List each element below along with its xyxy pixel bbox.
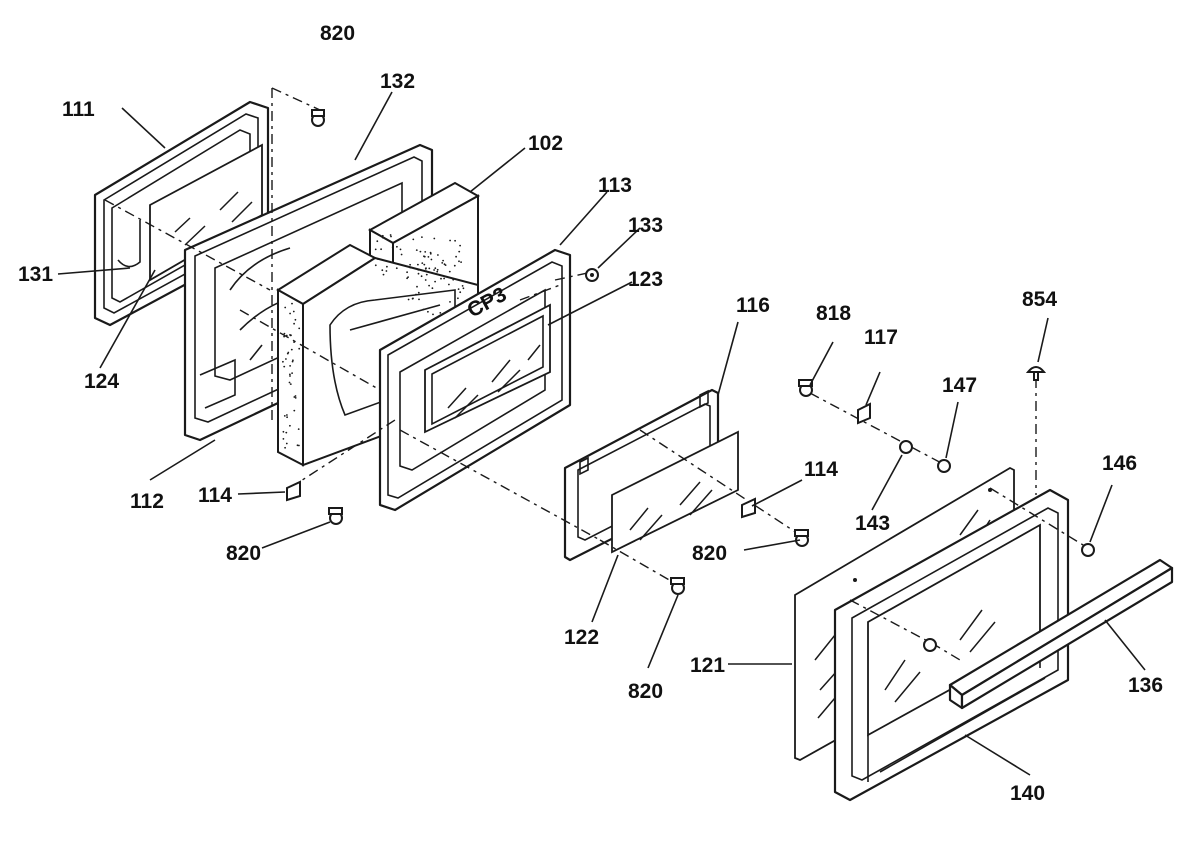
label-112: 112 — [130, 490, 164, 513]
label-111: 111 — [62, 98, 95, 121]
assembly-lines — [104, 87, 1089, 661]
label-143: 143 — [855, 512, 890, 535]
spacer-147 — [937, 459, 951, 473]
label-820-mid: 820 — [692, 542, 727, 565]
spacer-outer-glass — [923, 638, 937, 652]
label-818: 818 — [816, 302, 851, 325]
part-123-inner-glass — [424, 303, 551, 434]
label-820-top: 820 — [320, 22, 355, 45]
label-113: 113 — [598, 174, 632, 197]
clip-117 — [857, 402, 871, 425]
spacer-146 — [1081, 543, 1095, 557]
insulation-texture — [282, 234, 465, 449]
screw-820-top — [311, 109, 325, 127]
label-122: 122 — [564, 626, 599, 649]
label-132: 132 — [380, 70, 415, 93]
clip-114-left — [286, 480, 301, 502]
label-117: 117 — [864, 326, 898, 349]
label-854: 854 — [1022, 288, 1057, 311]
part-136-handle — [948, 558, 1174, 710]
leader-lines — [57, 91, 1146, 776]
part-122-middle-glass — [611, 430, 739, 554]
label-820-left: 820 — [226, 542, 261, 565]
label-116: 116 — [736, 294, 770, 317]
label-147: 147 — [942, 374, 977, 397]
label-131: 131 — [18, 263, 53, 286]
screw-854 — [1025, 366, 1047, 381]
label-102: 102 — [528, 132, 563, 155]
label-114-right: 114 — [804, 458, 838, 481]
label-140: 140 — [1010, 782, 1045, 805]
spacer-143 — [899, 440, 913, 454]
label-136: 136 — [1128, 674, 1163, 697]
screw-820-bottom — [670, 577, 685, 595]
screw-820-left — [328, 507, 343, 525]
label-820-bottom: 820 — [628, 680, 663, 703]
label-124: 124 — [84, 370, 119, 393]
label-114-left: 114 — [198, 484, 232, 507]
label-146: 146 — [1102, 452, 1137, 475]
label-121: 121 — [690, 654, 725, 677]
screw-820-mid — [794, 529, 809, 547]
callout-labels: 820 111 132 102 113 133 123 131 124 112 … — [18, 22, 1163, 805]
hardware — [286, 109, 1095, 652]
clip-114-right — [741, 497, 756, 519]
label-133: 133 — [628, 214, 663, 237]
label-123: 123 — [628, 268, 663, 291]
screw-818 — [798, 379, 813, 397]
